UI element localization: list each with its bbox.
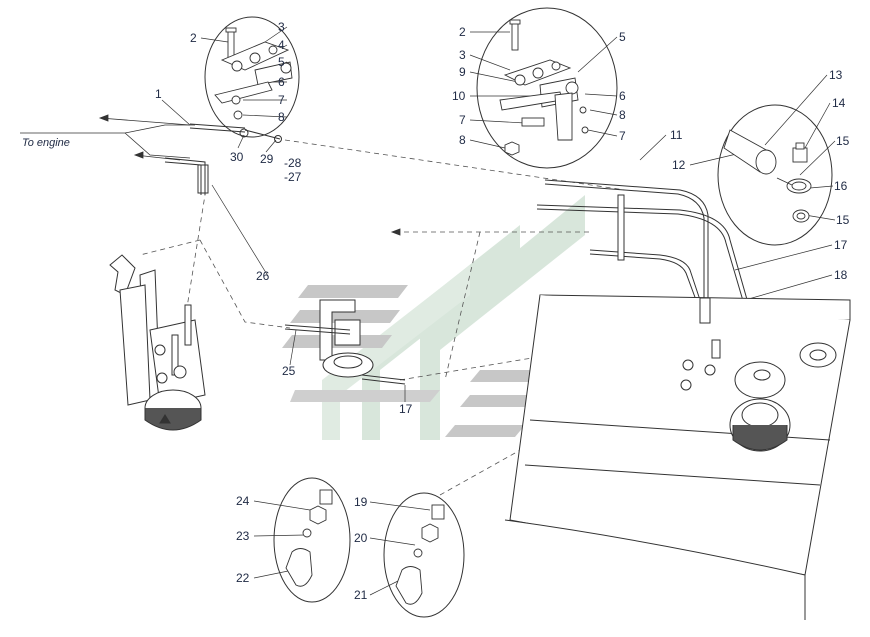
filter-assembly	[109, 254, 206, 431]
pump-detail-circle	[717, 104, 833, 246]
callout-11: 11	[670, 128, 683, 142]
mid-bracket	[284, 299, 406, 385]
callout-5a: 5	[278, 55, 285, 69]
callout-8a: 8	[278, 110, 285, 124]
engine-lines	[20, 114, 401, 236]
callout-6a: 6	[278, 75, 285, 89]
callout-23: 23	[236, 529, 250, 543]
callout-19: 19	[354, 495, 368, 509]
fuel-tank	[504, 294, 851, 620]
callout-27: -27	[284, 170, 302, 184]
callout-29: 29	[260, 152, 274, 166]
fitting-detail-circle-a	[273, 477, 351, 603]
engine-label: To engine	[22, 137, 70, 149]
tank-sensor	[699, 297, 791, 452]
fuel-lines	[536, 179, 761, 346]
bracket-detail-circle-a	[204, 16, 300, 138]
callout-2a: 2	[190, 31, 197, 45]
callout-3b: 3	[459, 48, 466, 62]
callout-12: 12	[672, 158, 686, 172]
callout-13: 13	[829, 68, 843, 82]
callout-26: 26	[256, 269, 270, 283]
callout-15a: 15	[836, 134, 850, 148]
bracket-detail-circle-b	[476, 7, 618, 169]
callout-30: 30	[230, 150, 244, 164]
callout-25: 25	[282, 364, 296, 378]
callout-7b: 7	[459, 113, 466, 127]
leader-lines	[161, 26, 836, 596]
callout-2b: 2	[459, 25, 466, 39]
callout-6b: 6	[619, 89, 626, 103]
callout-8b: 8	[459, 133, 466, 147]
callout-17b: 17	[399, 402, 413, 416]
callout-3a: 3	[278, 20, 285, 34]
callout-9: 9	[459, 65, 466, 79]
callout-8c: 8	[619, 108, 626, 122]
callout-18: 18	[834, 268, 848, 282]
callout-20: 20	[354, 531, 368, 545]
callout-1: 1	[155, 87, 162, 101]
labels: To engine 2 3 4 5 6 7 8 1 30 29 -28 -27 …	[22, 20, 850, 602]
callout-4a: 4	[278, 38, 285, 52]
callout-5b: 5	[619, 30, 626, 44]
callout-16: 16	[834, 179, 848, 193]
callout-7a: 7	[278, 93, 285, 107]
callout-group: 2 3 4 5 6 7 8 1 30 29 -28 -27 2 3 9 10 7…	[155, 20, 850, 602]
callout-10: 10	[452, 89, 466, 103]
engine-pipe	[164, 123, 282, 195]
callout-28: -28	[284, 156, 302, 170]
callout-17a: 17	[834, 238, 848, 252]
callout-21: 21	[354, 588, 368, 602]
fitting-detail-circle-b	[383, 492, 465, 618]
callout-14: 14	[832, 96, 846, 110]
callout-7c: 7	[619, 129, 626, 143]
callout-15b: 15	[836, 213, 850, 227]
callout-24: 24	[236, 494, 250, 508]
callout-22: 22	[236, 571, 250, 585]
